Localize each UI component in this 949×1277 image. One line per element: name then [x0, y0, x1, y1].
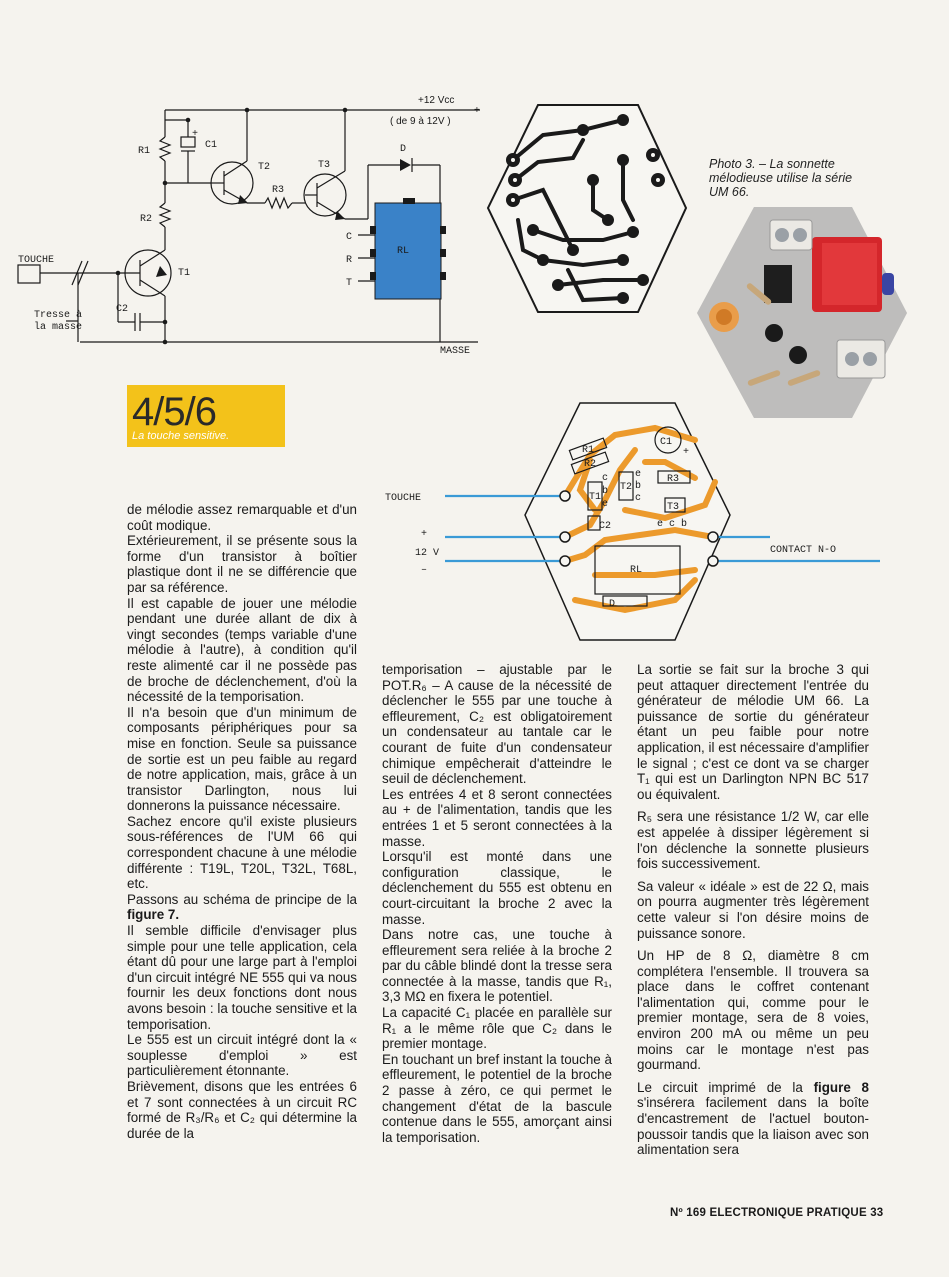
photo-caption-line-3: UM 66. [709, 185, 750, 199]
diode-label: D [400, 144, 406, 155]
col2-paragraph: Dans notre cas, une touche à effleuremen… [382, 927, 612, 1005]
supply-label: +12 Vcc [418, 95, 454, 106]
layout-c1-label: C1 [660, 437, 672, 448]
layout-d-label: D [609, 599, 615, 610]
layout-t1-pin-c: c [602, 473, 608, 484]
circuit-schematic: +12 Vcc + ( de 9 à 12V ) R1 C1 + R2 R3 T… [17, 95, 480, 357]
col1-paragraph: Le 555 est un circuit intégré dont la « … [127, 1032, 357, 1079]
section-badge: 4/5/6 La touche sensitive. [127, 385, 285, 447]
masse-label: MASSE [440, 346, 470, 357]
figure-8-reference: figure 8 [813, 1079, 869, 1095]
c2-label: C2 [116, 304, 128, 315]
layout-t1-label: T1 [589, 492, 601, 503]
tresse-label-1: Tresse à [34, 309, 82, 321]
col2-paragraph: temporisation – ajustable par le POT.R₆ … [382, 662, 612, 787]
section-number: 4/5/6 [132, 390, 217, 434]
r3-label: R3 [272, 185, 284, 196]
col3-paragraph: Un HP de 8 Ω, diamètre 8 cm complétera l… [637, 948, 869, 1073]
photo-caption-line-2: mélodieuse utilise la série [709, 171, 853, 185]
col3-text: s'insérera facilement dans la boîte d'en… [637, 1095, 869, 1158]
rl-label: RL [397, 246, 409, 257]
col1-paragraph: de mélodie assez remarquable et d'un coû… [127, 502, 357, 533]
layout-c2-label: C2 [599, 521, 611, 532]
col3-paragraph: R₅ sera une résistance 1/2 W, car elle e… [637, 809, 869, 872]
layout-t2-pin-b: b [635, 480, 641, 492]
layout-t3-label: T3 [667, 502, 679, 513]
assembled-pcb-photo [697, 207, 907, 418]
pin-r-label: R [346, 255, 352, 266]
figure-7-reference: figure 7. [127, 907, 180, 923]
supply-range: ( de 9 à 12V ) [390, 116, 451, 127]
layout-t1-pin-b: b [602, 485, 608, 497]
c1-plus: + [192, 129, 198, 140]
layout-t2-pin-e: e [635, 469, 641, 480]
col2-paragraph: Les entrées 4 et 8 seront connectées au … [382, 786, 612, 849]
component-layout-diagram: TOUCHE + 12 V – CONTACT N-O C1 + R1 R2 R… [385, 402, 880, 641]
layout-t1-pin-e: e [602, 499, 608, 510]
col1-paragraph: Il est capable de jouer une mélodie pend… [127, 595, 357, 705]
r2-label: R2 [140, 214, 152, 225]
layout-t3-pins: e c b [657, 518, 687, 530]
text-column-3: La sortie se fait sur la broche 3 qui pe… [637, 662, 869, 1158]
section-subtitle: La touche sensitive. [132, 430, 230, 442]
pin-c-label: C [346, 232, 352, 243]
layout-r2-label: R2 [584, 459, 596, 470]
col1-paragraph: Sachez encore qu'il existe plusieurs sou… [127, 813, 357, 892]
t2-label: T2 [258, 162, 270, 173]
layout-t2-label: T2 [620, 482, 632, 493]
col3-text: Le circuit imprimé de la [637, 1079, 803, 1095]
layout-rl-label: RL [630, 565, 642, 576]
col3-paragraph: Sa valeur « idéale » est de 22 Ω, mais o… [637, 878, 869, 941]
contact-no-label: CONTACT N-O [770, 545, 836, 556]
layout-minus-label: – [421, 565, 427, 576]
text-column-1: de mélodie assez remarquable et d'un coû… [127, 502, 357, 1141]
touche-label: TOUCHE [18, 255, 54, 266]
layout-r3-label: R3 [667, 474, 679, 485]
col2-paragraph: En touchant un bref instant la touche à … [382, 1051, 612, 1145]
pin-t-label: T [346, 278, 352, 289]
col1-paragraph: Il semble difficile d'envisager plus sim… [127, 923, 357, 1032]
col2-paragraph: Lorsqu'il est monté dans une configurati… [382, 849, 612, 927]
col1-paragraph: Il n'a besoin que d'un minimum de compos… [127, 704, 357, 814]
layout-plus-label: + [421, 529, 427, 540]
col1-paragraph: Passons au schéma de principe de la figu… [127, 892, 357, 923]
photo-caption-line-1: Photo 3. – La sonnette [709, 157, 835, 171]
layout-r1-label: R1 [582, 445, 594, 456]
c1-label: C1 [205, 140, 217, 151]
tresse-label-2: la masse [34, 321, 82, 333]
col3-paragraph: Le circuit imprimé de la figure 8 s'insé… [637, 1080, 869, 1158]
supply-plus: + [474, 105, 480, 116]
layout-t2-pin-c: c [635, 493, 641, 504]
layout-c1-plus: + [683, 447, 689, 458]
col2-paragraph: La capacité C₁ placée en parallèle sur R… [382, 1005, 612, 1052]
r1-label: R1 [138, 146, 150, 157]
photo-caption: Photo 3. – La sonnette mélodieuse utilis… [709, 157, 889, 199]
pcb-copper-layout [486, 104, 688, 313]
col1-paragraph: Brièvement, disons que les entrées 6 et … [127, 1078, 357, 1141]
layout-12v-label: 12 V [415, 548, 439, 559]
col1-text: Passons au schéma de principe de la [127, 891, 357, 907]
t1-label: T1 [178, 268, 190, 279]
text-column-2: temporisation – ajustable par le POT.R₆ … [382, 662, 612, 1145]
col3-paragraph: La sortie se fait sur la broche 3 qui pe… [637, 662, 869, 802]
layout-touche-label: TOUCHE [385, 493, 421, 504]
page-footer: Nº 169 ELECTRONIQUE PRATIQUE 33 [670, 1207, 884, 1219]
t3-label: T3 [318, 160, 330, 171]
col1-paragraph: Extérieurement, il se présente sous la f… [127, 533, 357, 595]
